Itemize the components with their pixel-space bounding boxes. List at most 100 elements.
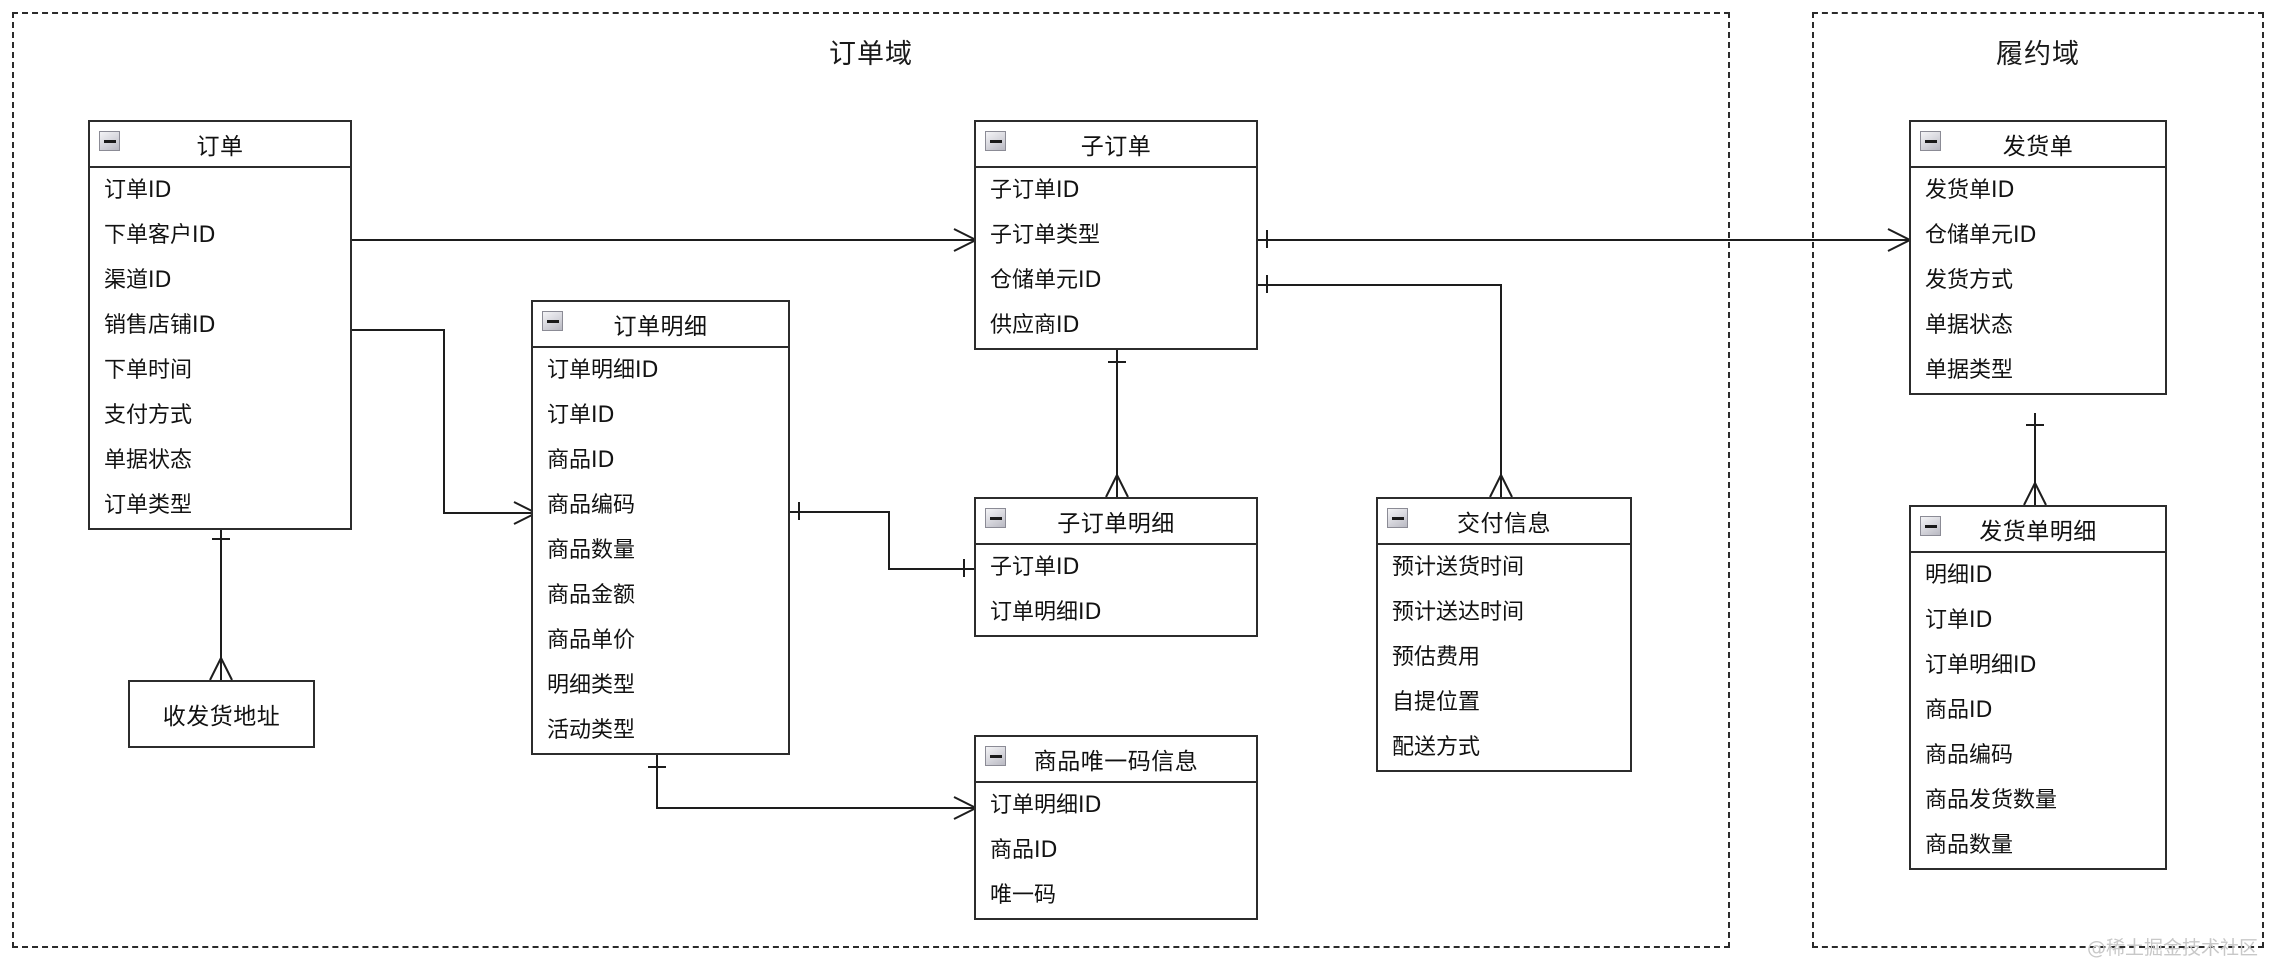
field-row: 供应商ID [990, 313, 1080, 338]
domain-fulfillment-title: 履约域 [1996, 39, 2080, 70]
entity-product-unique-code-fields: 订单明细ID 商品ID 唯一码 [976, 783, 1256, 918]
field-row: 仓储单元ID [1925, 223, 2037, 248]
collapse-minus-icon[interactable] [985, 508, 1006, 528]
connector-order-to-orderitem-seg2 [443, 329, 445, 514]
field-row: 预估费用 [1392, 645, 1481, 670]
collapse-minus-icon[interactable] [985, 746, 1006, 766]
entity-order[interactable]: 订单 订单ID 下单客户ID 渠道ID 销售店铺ID 下单时间 支付方式 单据状… [88, 120, 352, 530]
field-row: 发货方式 [1925, 268, 2014, 293]
connector-order-to-orderitem-seg3 [443, 512, 535, 514]
field-row: 子订单类型 [990, 223, 1101, 248]
field-row: 预计送达时间 [1392, 600, 1525, 625]
entity-shipment-item[interactable]: 发货单明细 明细ID 订单ID 订单明细ID 商品ID 商品编码 商品发货数量 … [1909, 505, 2167, 870]
domain-order-title: 订单域 [829, 39, 913, 70]
entity-shipment-item-fields: 明细ID 订单ID 订单明细ID 商品ID 商品编码 商品发货数量 商品数量 [1911, 553, 2165, 868]
collapse-minus-icon[interactable] [542, 311, 563, 331]
entity-ship-address-title: 收发货地址 [162, 704, 281, 730]
watermark: @稀土掘金技术社区 [2086, 937, 2258, 959]
connector-orderitem-to-subitem-seg2 [888, 511, 890, 569]
field-row: 单据状态 [1925, 313, 2014, 338]
crowsfoot-address [207, 656, 235, 682]
field-row: 订单明细ID [990, 793, 1102, 818]
field-row: 发货单ID [1925, 178, 2015, 203]
collapse-minus-icon[interactable] [985, 131, 1006, 151]
collapse-minus-icon[interactable] [99, 131, 120, 151]
crowsfoot-subitem-top [1103, 473, 1131, 499]
field-row: 下单客户ID [104, 223, 216, 248]
field-row: 明细类型 [547, 673, 636, 698]
cardinality-one-suborder-delivery [1266, 275, 1268, 293]
entity-delivery-info-title: 交付信息 [1457, 511, 1551, 537]
field-row: 商品数量 [1925, 833, 2014, 858]
field-row: 商品ID [547, 448, 615, 473]
field-row: 支付方式 [104, 403, 193, 428]
entity-delivery-info[interactable]: 交付信息 预计送货时间 预计送达时间 预估费用 自提位置 配送方式 [1376, 497, 1632, 772]
crowsfoot-shipment [1886, 226, 1912, 254]
field-row: 商品发货数量 [1925, 788, 2058, 813]
entity-shipment-title: 发货单 [2002, 134, 2074, 160]
cardinality-one-suborder-shipment [1266, 230, 1268, 248]
entity-sub-order-item-title: 子订单明细 [1057, 511, 1175, 537]
connector-suborder-to-shipment [1257, 239, 1912, 241]
connector-order-to-suborder [240, 239, 975, 241]
field-row: 订单明细ID [990, 600, 1102, 625]
field-row: 商品数量 [547, 538, 636, 563]
field-row: 渠道ID [104, 268, 172, 293]
field-row: 商品单价 [547, 628, 636, 653]
collapse-minus-icon[interactable] [1920, 516, 1941, 536]
field-row: 明细ID [1925, 563, 1993, 588]
entity-order-item-fields: 订单明细ID 订单ID 商品ID 商品编码 商品数量 商品金额 商品单价 明细类… [533, 348, 788, 753]
entity-shipment[interactable]: 发货单 发货单ID 仓储单元ID 发货方式 单据状态 单据类型 [1909, 120, 2167, 395]
cardinality-one-shipment-shipmentitem [2026, 424, 2044, 426]
connector-orderitem-to-subitem-seg3 [888, 568, 976, 570]
connector-shipment-to-shipmentitem [2034, 413, 2036, 505]
connector-suborder-to-delivery-seg2 [1500, 284, 1502, 497]
entity-delivery-info-fields: 预计送货时间 预计送达时间 预估费用 自提位置 配送方式 [1378, 545, 1630, 770]
field-row: 商品ID [990, 838, 1058, 863]
connector-orderitem-to-subitem-seg1 [790, 511, 890, 513]
field-row: 销售店铺ID [104, 313, 216, 338]
crowsfoot-delivery-top [1487, 473, 1515, 499]
entity-shipment-item-title: 发货单明细 [1979, 519, 2097, 545]
collapse-minus-icon[interactable] [1920, 131, 1941, 151]
entity-order-item-title: 订单明细 [613, 314, 708, 340]
field-row: 唯一码 [990, 883, 1057, 908]
connector-suborder-to-subitem [1116, 348, 1118, 497]
entity-order-title: 订单 [196, 134, 244, 160]
field-row: 单据状态 [104, 448, 193, 473]
crowsfoot-suborder [952, 226, 978, 254]
collapse-minus-icon[interactable] [1387, 508, 1408, 528]
crowsfoot-uniquecode [952, 794, 978, 822]
field-row: 商品编码 [547, 493, 636, 518]
field-row: 订单ID [104, 178, 172, 203]
field-row: 商品编码 [1925, 743, 2014, 768]
domain-order: 订单域 [12, 12, 1730, 948]
crowsfoot-shipmentitem-top [2021, 481, 2049, 507]
entity-order-header: 订单 [90, 122, 350, 168]
entity-shipment-item-header: 发货单明细 [1911, 507, 2165, 553]
entity-sub-order-fields: 子订单ID 子订单类型 仓储单元ID 供应商ID [976, 168, 1256, 348]
field-row: 仓储单元ID [990, 268, 1102, 293]
entity-order-fields: 订单ID 下单客户ID 渠道ID 销售店铺ID 下单时间 支付方式 单据状态 订… [90, 168, 350, 528]
entity-order-item[interactable]: 订单明细 订单明细ID 订单ID 商品ID 商品编码 商品数量 商品金额 商品单… [531, 300, 790, 755]
entity-sub-order-item[interactable]: 子订单明细 子订单ID 订单明细ID [974, 497, 1258, 637]
field-row: 订单ID [547, 403, 615, 428]
entity-order-item-header: 订单明细 [533, 302, 788, 348]
field-row: 订单明细ID [547, 358, 659, 383]
entity-delivery-info-header: 交付信息 [1378, 499, 1630, 545]
entity-ship-address-header: 收发货地址 [130, 682, 313, 746]
field-row: 子订单ID [990, 178, 1080, 203]
cardinality-one-order-address [212, 538, 230, 540]
entity-sub-order-title: 子订单 [1080, 134, 1152, 160]
field-row: 下单时间 [104, 358, 193, 383]
entity-sub-order[interactable]: 子订单 子订单ID 子订单类型 仓储单元ID 供应商ID [974, 120, 1258, 350]
entity-ship-address[interactable]: 收发货地址 [128, 680, 315, 748]
connector-order-to-address [220, 525, 222, 680]
domain-fulfillment: 履约域 [1812, 12, 2264, 948]
entity-product-unique-code-title: 商品唯一码信息 [1033, 749, 1199, 775]
field-row: 订单类型 [104, 493, 193, 518]
entity-product-unique-code[interactable]: 商品唯一码信息 订单明细ID 商品ID 唯一码 [974, 735, 1258, 920]
entity-sub-order-item-fields: 子订单ID 订单明细ID [976, 545, 1256, 635]
field-row: 商品ID [1925, 698, 1993, 723]
